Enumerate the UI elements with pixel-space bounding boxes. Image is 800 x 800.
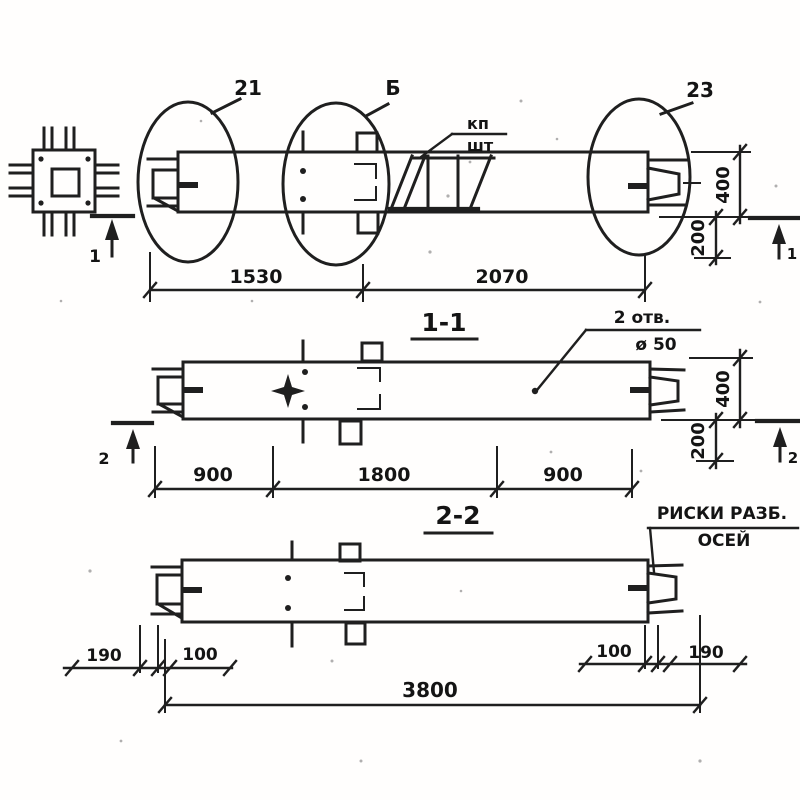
callout-oval-21 [136, 100, 240, 264]
column-outline [31, 148, 97, 214]
dim-190-left: 190 [86, 646, 122, 666]
callout-label-b: Б [385, 76, 400, 100]
dim-100-left: 100 [182, 645, 218, 665]
dim-190-right: 190 [688, 643, 724, 663]
plan-bottom-dims: 1530 2070 [142, 252, 653, 302]
axes-note-line2: ОСЕЙ [698, 529, 751, 551]
center-details [271, 339, 384, 446]
cut-marker-1-left: 1 [89, 213, 136, 267]
dim-1800: 1800 [358, 464, 411, 486]
leader-23 [659, 101, 694, 116]
cut-marker-2-left: 2 [98, 420, 155, 468]
dim-3800: 3800 [402, 678, 458, 702]
left-connector [150, 565, 202, 620]
beam-outline [176, 150, 650, 214]
reinforcement-cage [387, 154, 496, 212]
protruding-bars [8, 126, 120, 237]
cut-marker-2-right: 2 [754, 418, 800, 467]
section-2-2-view: 2-2 РИСКИ РАЗБ. ОСЕЙ [62, 501, 800, 714]
section-1-1-bottom-dims: 900 1800 900 [147, 446, 640, 498]
section-1-1-dim-200: 200 [688, 422, 709, 460]
lifting-point-star [271, 374, 305, 408]
callout-label-23: 23 [686, 78, 714, 102]
plan-dim-1530: 1530 [230, 266, 283, 288]
plan-view: 21 Б 23 кп шт [89, 76, 800, 302]
plan-dim-200: 200 [688, 219, 709, 257]
scan-noise [59, 99, 778, 763]
cut-marker-2-right-label: 2 [788, 449, 798, 467]
right-connector [628, 158, 701, 207]
axes-note-line1: РИСКИ РАЗБ. [657, 504, 787, 524]
embedded-details [300, 130, 380, 235]
center-details [285, 540, 367, 648]
holes-note-line2: ø 50 [635, 335, 676, 355]
section-2-2-title: 2-2 [435, 501, 480, 530]
right-connector [628, 563, 684, 615]
left-offset-dims: 190 100 [62, 625, 238, 677]
right-connector [630, 367, 686, 414]
cage-note-denominator: шт [467, 136, 494, 155]
end-cross-section-view [8, 126, 120, 237]
callout-oval-23 [586, 97, 692, 257]
dim-100-right: 100 [596, 642, 632, 662]
left-connector [151, 367, 203, 419]
cage-note: кп шт [419, 114, 508, 159]
cut-marker-1-right: 1 [747, 215, 800, 263]
center-hole [50, 167, 81, 198]
dim-900-right: 900 [543, 464, 583, 486]
callout-label-21: 21 [234, 76, 262, 100]
dim-900-left: 900 [193, 464, 233, 486]
holes-note-line1: 2 отв. [614, 308, 671, 328]
callout-oval-b [281, 101, 391, 267]
plan-dim-2070: 2070 [476, 266, 529, 288]
section-1-1-view: 1-1 2 отв. ø 50 [98, 308, 800, 498]
section-1-1-right-dims: 400 200 [661, 348, 758, 470]
cage-note-numerator: кп [467, 114, 489, 133]
plan-right-dims: 400 200 [659, 143, 756, 267]
cut-marker-1-left-label: 1 [89, 247, 101, 267]
cut-marker-1-right-label: 1 [787, 245, 797, 263]
leader-21 [209, 96, 243, 116]
axes-note: РИСКИ РАЗБ. ОСЕЙ [646, 504, 800, 574]
cut-marker-2-left-label: 2 [98, 449, 109, 468]
plan-dim-400: 400 [713, 166, 734, 204]
overall-dim: 3800 [157, 615, 708, 714]
section-1-1-dim-400: 400 [713, 370, 734, 408]
leader-b [363, 101, 391, 119]
section-1-1-title: 1-1 [421, 308, 466, 337]
right-offset-dims: 100 190 [577, 625, 748, 673]
left-connector [146, 157, 198, 213]
holes-note: 2 отв. ø 50 [531, 308, 702, 395]
